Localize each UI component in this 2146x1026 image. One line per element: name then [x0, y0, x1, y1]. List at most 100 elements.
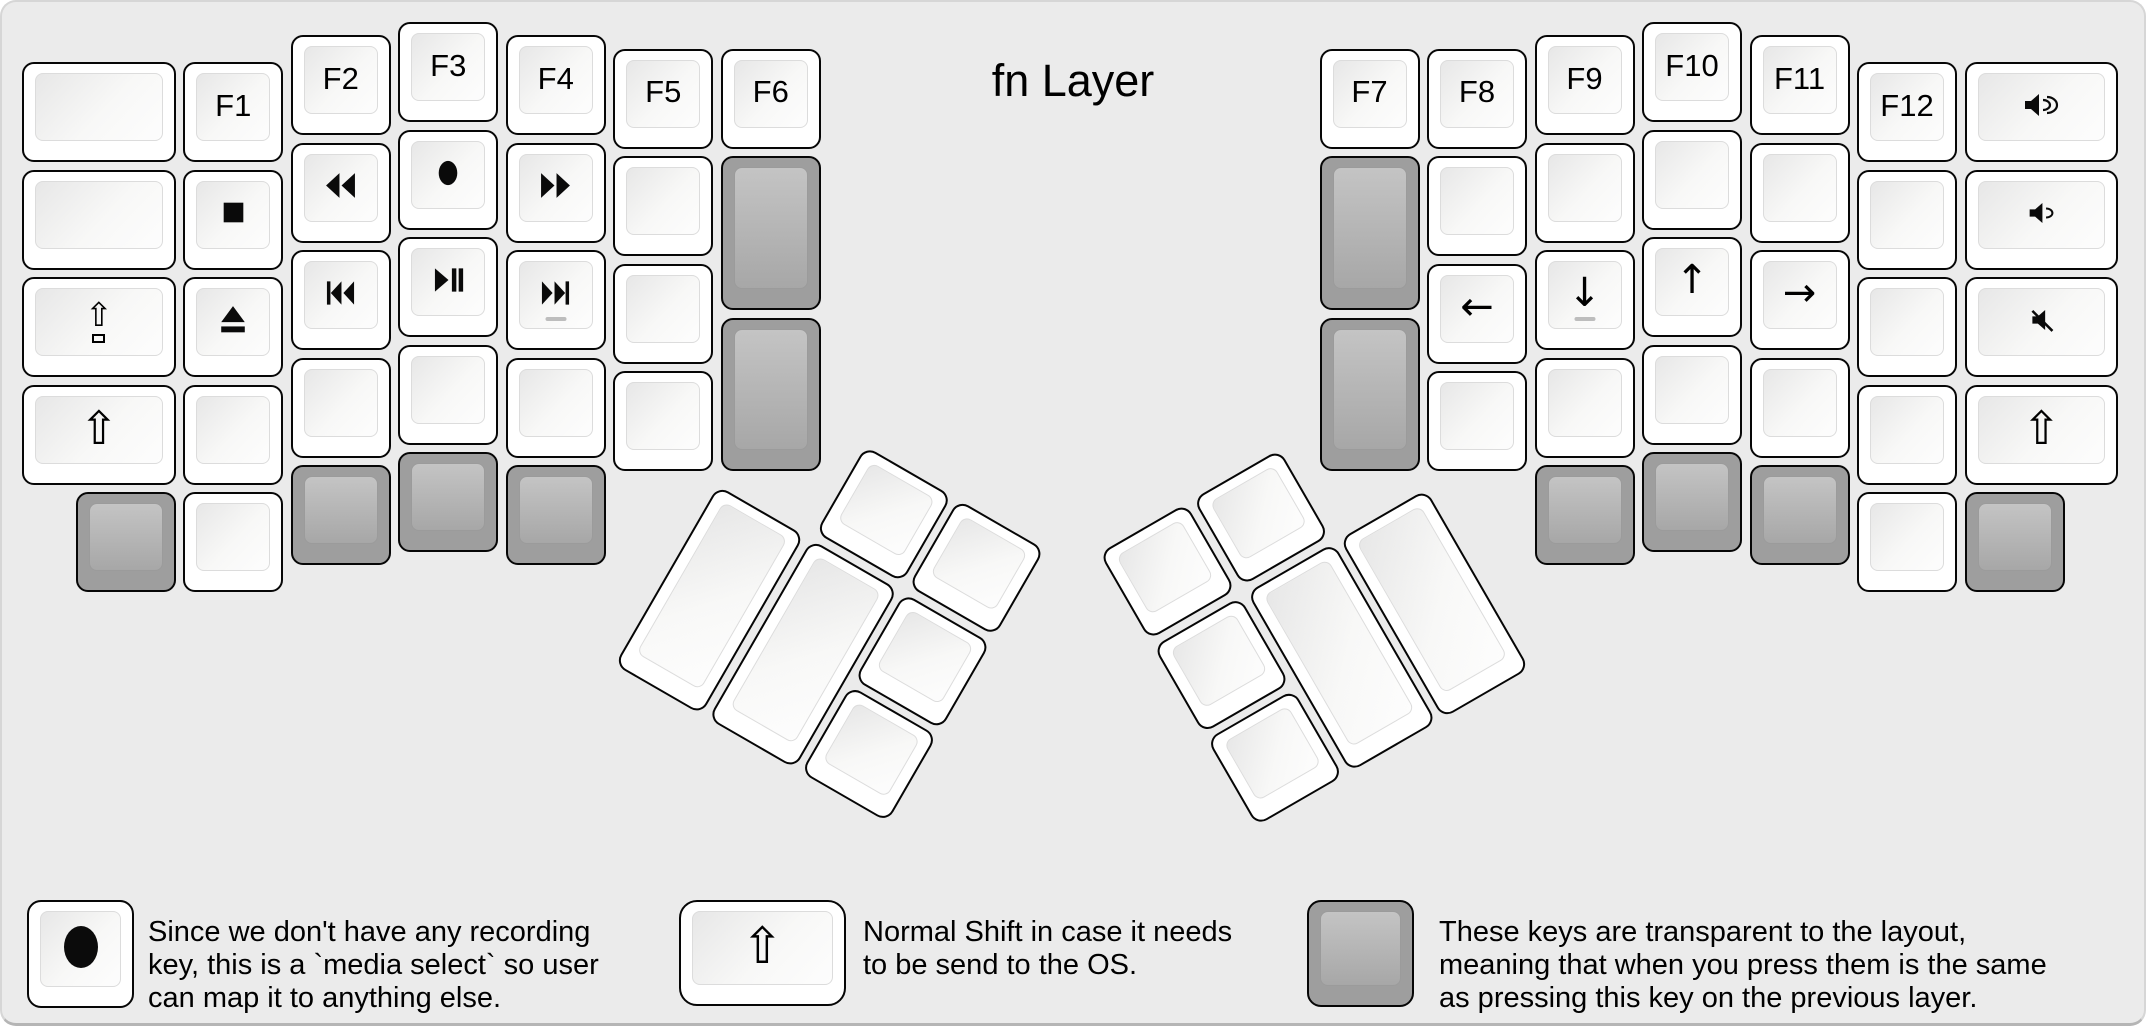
key-blank[interactable] [22, 62, 176, 163]
key-f8[interactable]: F8 [1427, 48, 1528, 149]
key-blank[interactable] [1857, 277, 1958, 378]
key-blank[interactable] [183, 384, 284, 485]
key-volume-up[interactable] [1964, 62, 2119, 163]
key-f1[interactable]: F1 [183, 62, 284, 163]
key-eject[interactable] [183, 277, 284, 378]
key-transparent[interactable] [75, 492, 176, 593]
key-transparent[interactable] [720, 156, 821, 311]
keycap-top [876, 608, 975, 705]
keycap-top [733, 328, 808, 451]
keycap-top [822, 701, 921, 798]
keycap-top [1870, 395, 1945, 464]
keycap-top [196, 395, 271, 464]
key-transparent[interactable] [1319, 317, 1420, 472]
key-shift[interactable]: ⇧ [1964, 384, 2119, 485]
key-transparent[interactable] [1534, 465, 1635, 566]
key-blank[interactable] [1534, 142, 1635, 243]
shift-icon: ⇧ [2022, 400, 2061, 455]
key-blank[interactable] [1857, 384, 1958, 485]
keycap-top: F7 [1332, 59, 1407, 128]
key-f6[interactable]: F6 [720, 48, 821, 149]
shift-icon: ⇧ [741, 917, 784, 975]
keycap-top: F2 [303, 46, 378, 115]
keycap-top [1547, 153, 1622, 222]
key-blank[interactable] [22, 169, 176, 270]
key-blank[interactable] [183, 492, 284, 593]
key-blank[interactable] [1427, 156, 1528, 257]
key-f11[interactable]: F11 [1749, 35, 1850, 136]
key-shift[interactable]: ⇧ [22, 384, 176, 485]
key-f7[interactable]: F7 [1319, 48, 1420, 149]
key-stop[interactable] [183, 169, 284, 270]
key-caps-lock[interactable]: ⇧ [22, 277, 176, 378]
key-arrow-up[interactable]: ↑ [1642, 237, 1743, 337]
key-blank[interactable] [1749, 142, 1850, 243]
key-rewind[interactable] [290, 142, 391, 243]
key-transparent[interactable] [1319, 156, 1420, 311]
key-f3[interactable]: F3 [398, 22, 499, 122]
key-blank[interactable] [1642, 129, 1743, 230]
key-transparent[interactable] [720, 317, 821, 472]
key-fast-forward[interactable] [505, 142, 606, 243]
key-blank[interactable] [613, 371, 714, 472]
keycap-top [1208, 465, 1307, 562]
key-arrow-left[interactable]: ← [1427, 263, 1528, 364]
key-transparent[interactable] [398, 452, 499, 552]
key-transparent[interactable] [1749, 465, 1850, 566]
key-f10[interactable]: F10 [1642, 22, 1743, 122]
keycap-top: ⇧ [35, 395, 163, 464]
key-next-track[interactable] [505, 250, 606, 351]
key-f5[interactable]: F5 [613, 48, 714, 149]
legend-text-record: Since we don't have any recording key, t… [148, 916, 599, 1014]
keycap-top [303, 476, 378, 545]
key-blank[interactable] [1642, 344, 1743, 445]
legend-text-transparent: These keys are transparent to the layout… [1439, 916, 2047, 1014]
key-blank[interactable] [1857, 169, 1958, 270]
keycap-top [1870, 288, 1945, 357]
key-blank[interactable] [1534, 357, 1635, 458]
keycap-top [1320, 911, 1401, 986]
key-play-pause[interactable] [398, 237, 499, 337]
keycap-top [518, 261, 593, 330]
key-blank[interactable] [505, 357, 606, 458]
key-blank[interactable] [1427, 371, 1528, 472]
key-record[interactable] [398, 129, 499, 230]
key-transparent[interactable] [1642, 452, 1743, 552]
keycap-top [1115, 519, 1214, 616]
keycap-top: ← [1440, 274, 1515, 343]
key-blank[interactable] [1749, 357, 1850, 458]
key-f9[interactable]: F9 [1534, 35, 1635, 136]
key-label: F10 [1665, 47, 1719, 83]
key-f2[interactable]: F2 [290, 35, 391, 136]
keycap-top [196, 180, 271, 249]
key-label: F1 [215, 87, 252, 123]
key-transparent[interactable] [505, 465, 606, 566]
arrow-right-icon: → [1782, 270, 1817, 317]
keycap-top [1655, 140, 1730, 209]
keycap-top [303, 261, 378, 330]
key-transparent[interactable] [1964, 492, 2065, 593]
key-blank[interactable] [290, 357, 391, 458]
keycap-top [1332, 328, 1407, 451]
keycap-top [626, 274, 701, 343]
keycap-top: F6 [733, 59, 808, 128]
keycap-top [626, 167, 701, 236]
keycap-top [1977, 503, 2052, 572]
keycap-top [1977, 73, 2106, 142]
key-f12[interactable]: F12 [1857, 62, 1958, 163]
keycap-top [40, 911, 121, 987]
key-prev-track[interactable] [290, 250, 391, 351]
key-blank[interactable] [613, 263, 714, 364]
keycap-top [1547, 368, 1622, 437]
keycap-top: F3 [411, 33, 486, 101]
key-blank[interactable] [1857, 492, 1958, 593]
key-volume-down[interactable] [1964, 169, 2119, 270]
key-blank[interactable] [398, 344, 499, 445]
key-f4[interactable]: F4 [505, 35, 606, 136]
key-transparent[interactable] [290, 465, 391, 566]
key-arrow-down[interactable]: ↓ [1534, 250, 1635, 351]
key-arrow-right[interactable]: → [1749, 250, 1850, 351]
key-mute[interactable] [1964, 277, 2119, 378]
key-blank[interactable] [613, 156, 714, 257]
